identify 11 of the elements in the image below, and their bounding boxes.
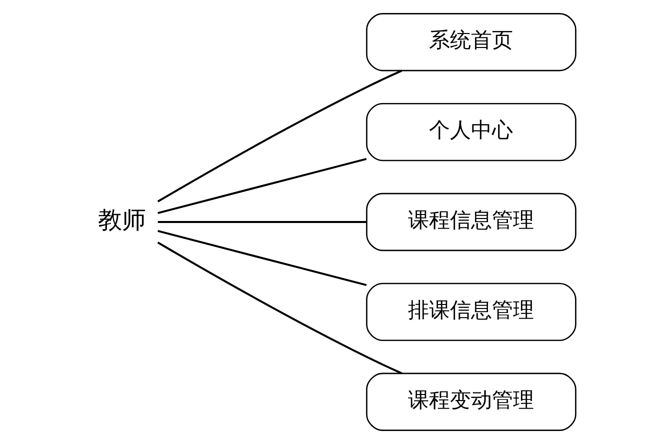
connector	[158, 221, 366, 223]
connector	[158, 230, 367, 286]
connector	[157, 242, 402, 374]
node-box: 个人中心	[366, 102, 576, 162]
node-box: 系统首页	[366, 13, 576, 72]
node-box: 课程变动管理	[366, 372, 576, 431]
connector	[157, 70, 402, 202]
node-box: 排课信息管理	[366, 282, 576, 342]
node-text: 教师	[98, 206, 146, 234]
connector	[158, 158, 367, 214]
node-box: 课程信息管理	[366, 192, 576, 252]
